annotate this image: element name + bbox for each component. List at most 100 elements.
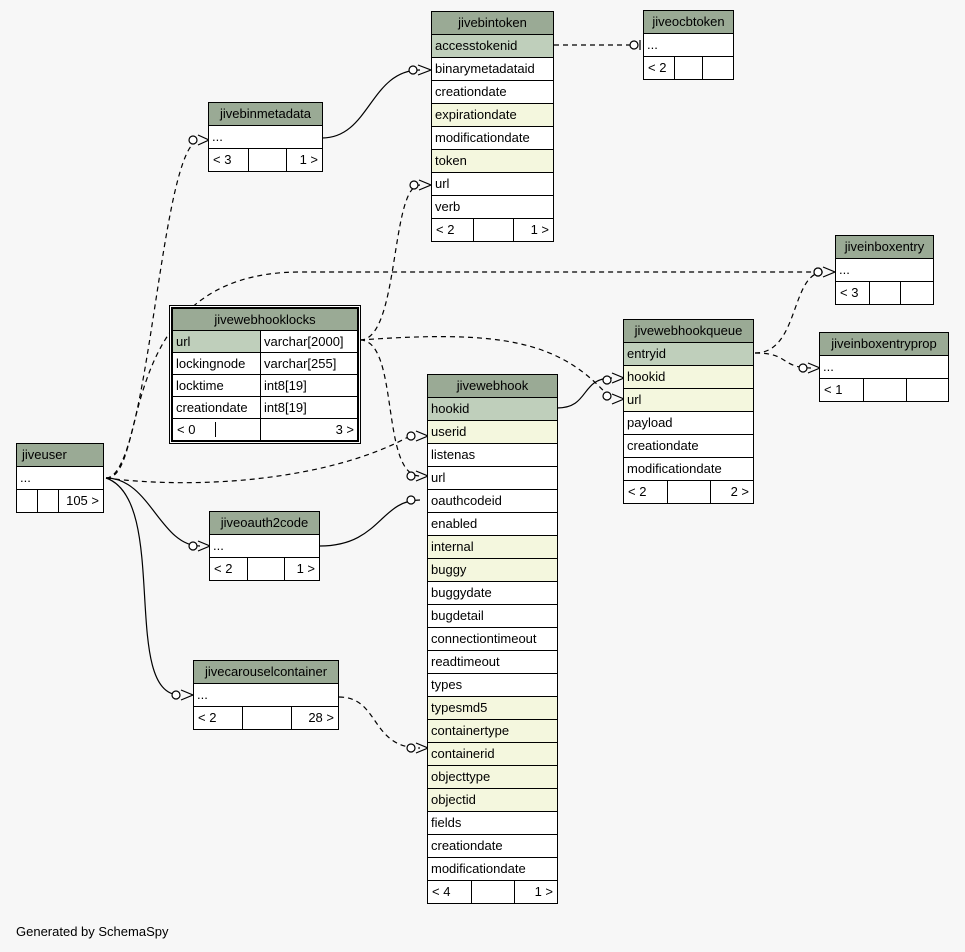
column-row: modificationdate bbox=[624, 458, 753, 481]
table-jiveuser[interactable]: jiveuser ... 105 > bbox=[16, 443, 104, 513]
column-row: readtimeout bbox=[428, 651, 557, 674]
relationship-counts: < 4 1 > bbox=[428, 881, 557, 903]
table-jivewebhookqueue[interactable]: jivewebhookqueue entryid hookid url payl… bbox=[623, 319, 754, 504]
column-row: oauthcodeid bbox=[428, 490, 557, 513]
parents-count: < 2 bbox=[432, 219, 474, 241]
column-row: internal bbox=[428, 536, 557, 559]
columns-count bbox=[472, 881, 515, 903]
children-count: 2 > bbox=[730, 484, 749, 499]
table-jiveinboxentryprop[interactable]: jiveinboxentryprop ... < 1 bbox=[819, 332, 949, 402]
relationship-counts: < 2 2 > bbox=[624, 481, 753, 503]
table-header: jiveoauth2code bbox=[210, 512, 319, 535]
children-count: 1 > bbox=[530, 222, 549, 237]
table-header: jivewebhooklocks bbox=[172, 308, 358, 331]
parents-count: < 2 bbox=[194, 707, 243, 729]
column-row: connectiontimeout bbox=[428, 628, 557, 651]
columns-count bbox=[474, 219, 514, 241]
table-jiveoauth2code[interactable]: jiveoauth2code ... < 2 1 > bbox=[209, 511, 320, 581]
column-row: fields bbox=[428, 812, 557, 835]
columns-count bbox=[243, 707, 292, 729]
column-row: hookid bbox=[428, 398, 557, 421]
table-header: jiveuser bbox=[17, 444, 103, 467]
children-count: 3 > bbox=[260, 418, 358, 441]
table-header: jiveocbtoken bbox=[644, 11, 733, 34]
children-count: 1 > bbox=[296, 561, 315, 576]
column-row: accesstokenid bbox=[432, 35, 553, 58]
columns-count bbox=[870, 282, 901, 304]
column-row: buggy bbox=[428, 559, 557, 582]
column-row: creationdate bbox=[428, 835, 557, 858]
column-row: objecttype bbox=[428, 766, 557, 789]
table-header: jivewebhook bbox=[428, 375, 557, 398]
parents-count: < 2 bbox=[210, 558, 248, 580]
column-type: int8[19] bbox=[260, 374, 358, 397]
column-row: enabled bbox=[428, 513, 557, 536]
parents-count: < 0 bbox=[173, 422, 216, 437]
column-row: modificationdate bbox=[428, 858, 557, 881]
table-header: jiveinboxentryprop bbox=[820, 333, 948, 356]
column-type: int8[19] bbox=[260, 396, 358, 419]
column-row: token bbox=[432, 150, 553, 173]
column-row: expirationdate bbox=[432, 104, 553, 127]
column-row: containerid bbox=[428, 743, 557, 766]
column-row: ... bbox=[194, 684, 338, 707]
column-row: payload bbox=[624, 412, 753, 435]
relationship-counts: < 2 28 > bbox=[194, 707, 338, 729]
parents-count: < 2 bbox=[624, 481, 668, 503]
column-row: modificationdate bbox=[432, 127, 553, 150]
parents-count: < 2 bbox=[644, 57, 675, 79]
columns-count bbox=[216, 422, 260, 437]
column-row: hookid bbox=[624, 366, 753, 389]
table-header: jivebinmetadata bbox=[209, 103, 322, 126]
column-type: varchar[255] bbox=[260, 352, 358, 375]
columns-count bbox=[668, 481, 711, 503]
table-header: jiveinboxentry bbox=[836, 236, 933, 259]
column-row: url bbox=[432, 173, 553, 196]
children-count bbox=[703, 57, 733, 79]
relationship-counts: < 2 1 > bbox=[432, 219, 553, 241]
table-header: jivecarouselcontainer bbox=[194, 661, 338, 684]
generated-by-footer: Generated by SchemaSpy bbox=[16, 924, 169, 939]
children-count bbox=[901, 282, 933, 304]
children-count: 1 > bbox=[534, 884, 553, 899]
column-name: url bbox=[171, 330, 262, 353]
parents-count: < 4 bbox=[428, 881, 472, 903]
column-type: varchar[2000] bbox=[260, 330, 358, 353]
relationship-counts: < 2 bbox=[644, 57, 733, 79]
column-row: objectid bbox=[428, 789, 557, 812]
column-row: ... bbox=[210, 535, 319, 558]
table-jivewebhook[interactable]: jivewebhook hookid userid listenas url o… bbox=[427, 374, 558, 904]
table-jivecarouselcontainer[interactable]: jivecarouselcontainer ... < 2 28 > bbox=[193, 660, 339, 730]
columns-count bbox=[248, 558, 285, 580]
column-row: listenas bbox=[428, 444, 557, 467]
columns-count bbox=[864, 379, 907, 401]
relationship-counts: < 3 bbox=[836, 282, 933, 304]
column-name: locktime bbox=[171, 374, 262, 397]
table-jivebintoken[interactable]: jivebintoken accesstokenid binarymetadat… bbox=[431, 11, 554, 242]
column-row: creationdate bbox=[624, 435, 753, 458]
parents-count: < 3 bbox=[209, 149, 249, 171]
column-row: userid bbox=[428, 421, 557, 444]
children-count: 105 > bbox=[66, 493, 99, 508]
column-row: ... bbox=[17, 467, 103, 490]
column-row: ... bbox=[644, 34, 733, 57]
column-row: creationdate bbox=[432, 81, 553, 104]
children-count bbox=[907, 379, 948, 401]
column-row: entryid bbox=[624, 343, 753, 366]
column-row: buggydate bbox=[428, 582, 557, 605]
parents-count: < 1 bbox=[820, 379, 864, 401]
column-row: url bbox=[428, 467, 557, 490]
column-row: ... bbox=[209, 126, 322, 149]
table-jivebinmetadata[interactable]: jivebinmetadata ... < 3 1 > bbox=[208, 102, 323, 172]
column-row: url bbox=[624, 389, 753, 412]
table-jiveocbtoken[interactable]: jiveocbtoken ... < 2 bbox=[643, 10, 734, 80]
relationship-counts: < 3 1 > bbox=[209, 149, 322, 171]
column-row: ... bbox=[836, 259, 933, 282]
children-count: 1 > bbox=[299, 152, 318, 167]
column-name: creationdate bbox=[171, 396, 262, 419]
column-name: lockingnode bbox=[171, 352, 262, 375]
table-jiveinboxentry[interactable]: jiveinboxentry ... < 3 bbox=[835, 235, 934, 305]
parents-count bbox=[17, 490, 38, 512]
table-jivewebhooklocks[interactable]: jivewebhooklocks url varchar[2000] locki… bbox=[169, 305, 361, 444]
